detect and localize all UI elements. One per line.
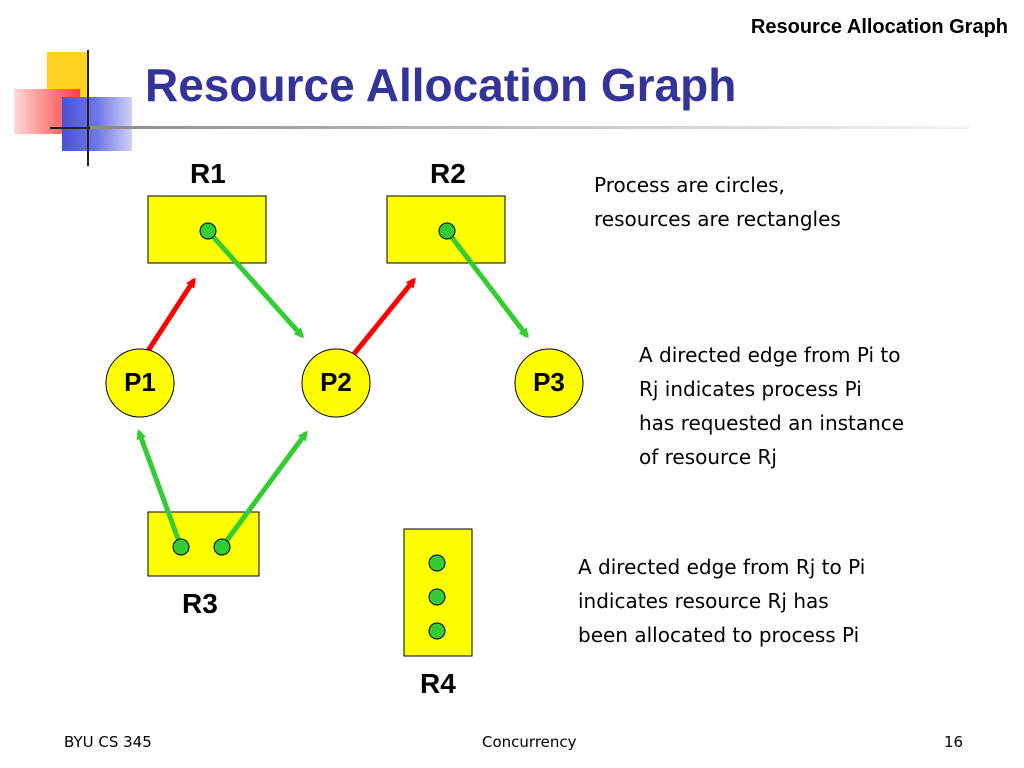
- r4-instance-dot: [428, 588, 446, 606]
- request-edge-p2-r2: [352, 277, 416, 356]
- note-line: been allocated to process Pi: [578, 623, 860, 647]
- footer-topic: Concurrency: [482, 733, 577, 751]
- note-line: has requested an instance: [639, 411, 905, 435]
- footer-page-number: 16: [944, 733, 964, 751]
- r4-instance-dot: [428, 622, 446, 640]
- assignment-edge-r2-p3: [445, 229, 529, 339]
- note-line: resources are rectangles: [594, 207, 841, 231]
- process-p1-node: [105, 348, 175, 418]
- shapes-note: Process are circles, resources are recta…: [594, 168, 841, 236]
- corner-title: Resource Allocation Graph: [750, 16, 1008, 38]
- assignment-edge-r3-p1: [136, 429, 184, 548]
- assignment-edge-r3-p2: [219, 430, 309, 549]
- r4-instance-dot: [428, 554, 446, 572]
- process-p3-label: P3: [533, 367, 565, 397]
- note-line: A directed edge from Pi to: [639, 343, 901, 367]
- r3-instance-dot: [172, 538, 190, 556]
- note-line: Rj indicates process Pi: [639, 377, 862, 401]
- note-line: Process are circles,: [594, 173, 785, 197]
- logo-vertical-line: [87, 50, 89, 166]
- resource-r2-label: R2: [430, 158, 466, 189]
- note-line: indicates resource Rj has: [578, 589, 829, 613]
- note-line: of resource Rj: [639, 445, 777, 469]
- logo-horizontal-line: [50, 127, 112, 129]
- process-p1-label: P1: [124, 367, 156, 397]
- footer-course: BYU CS 345: [64, 733, 152, 751]
- note-line: A directed edge from Rj to Pi: [578, 555, 866, 579]
- r3-instance-dot: [213, 538, 231, 556]
- assignment-edge-r1-p2: [206, 229, 305, 339]
- resource-r3-label: R3: [182, 588, 218, 619]
- r2-instance-dot: [438, 222, 456, 240]
- process-p2-node: [301, 348, 371, 418]
- request-edge-p1-r1: [143, 277, 197, 356]
- slide-title: Resource Allocation Graph: [145, 59, 737, 111]
- process-p2-label: P2: [320, 367, 352, 397]
- resource-r4-label: R4: [420, 668, 456, 699]
- logo-blue-square: [62, 97, 132, 151]
- assignment-edge-note: A directed edge from Rj to Pi indicates …: [578, 550, 865, 652]
- process-p3-node: [514, 348, 584, 418]
- r1-instance-dot: [199, 222, 217, 240]
- resource-r1-label: R1: [190, 158, 226, 189]
- title-divider: [90, 126, 970, 129]
- request-edge-note: A directed edge from Pi to Rj indicates …: [639, 338, 904, 474]
